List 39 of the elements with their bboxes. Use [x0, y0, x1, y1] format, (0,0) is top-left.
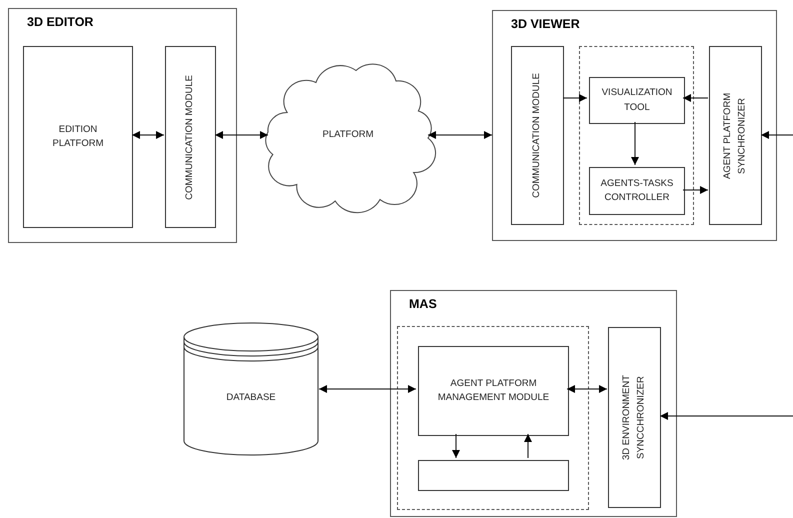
- module-label: AGENT PLATFORM SYNCHRONIZER: [721, 91, 748, 181]
- module-box: [418, 460, 569, 491]
- module-label: EDITION PLATFORM: [51, 122, 105, 151]
- arrow: [318, 385, 416, 393]
- panel-title: MAS: [409, 297, 437, 311]
- module-box: [709, 46, 762, 225]
- arrow: [132, 131, 164, 139]
- module-box: [589, 77, 685, 124]
- module-box: [418, 346, 569, 436]
- module-label: COMMUNICATION MODULE: [530, 73, 544, 198]
- arrow: [682, 94, 708, 102]
- system-panel: [8, 8, 237, 243]
- panel-title: 3D VIEWER: [511, 17, 580, 31]
- arrow: [562, 94, 588, 102]
- arrow: [566, 385, 608, 393]
- arrow: [452, 434, 460, 458]
- panel-title: 3D EDITOR: [27, 15, 94, 29]
- dashed-group-box: [579, 46, 694, 225]
- module-label: AGENTS-TASKS CONTROLLER: [600, 176, 674, 205]
- module-label: VISUALIZATION TOOL: [600, 86, 674, 114]
- arrow: [660, 412, 793, 420]
- module-box: [23, 46, 133, 228]
- module-label: PLATFORM: [322, 128, 374, 142]
- module-label: 3D ENVIRONMENT SYNCCHRONIZER: [620, 374, 648, 462]
- arrow: [428, 131, 492, 139]
- system-panel: [390, 290, 677, 517]
- arrow: [524, 434, 532, 458]
- system-panel: [492, 10, 777, 241]
- arrow: [760, 131, 793, 139]
- module-label: AGENT PLATFORM MANAGEMENT MODULE: [436, 376, 550, 405]
- arrow: [631, 122, 639, 166]
- module-box: [511, 46, 564, 225]
- module-box: [589, 167, 685, 215]
- module-box: [608, 327, 661, 508]
- arrow: [682, 186, 708, 194]
- arrow: [214, 131, 268, 139]
- module-box: [165, 46, 216, 228]
- dashed-group-box: [397, 326, 589, 510]
- module-label: COMMUNICATION MODULE: [183, 74, 196, 200]
